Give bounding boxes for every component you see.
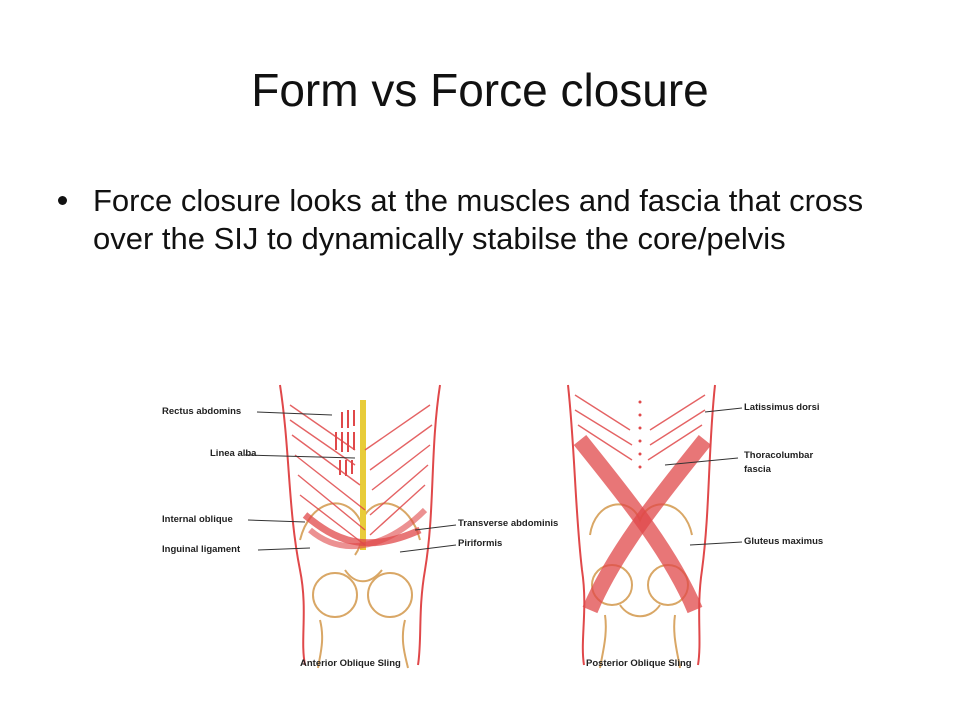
label-thoracolumbar: Thoracolumbar <box>744 450 813 461</box>
label-transverse-abdominis: Transverse abdominis <box>458 518 558 529</box>
label-piriformis: Piriformis <box>458 538 502 549</box>
slide-title: Form vs Force closure <box>251 64 709 116</box>
caption-posterior-oblique-sling: Posterior Oblique Sling <box>586 658 692 669</box>
linea-alba-line <box>360 400 366 550</box>
label-linea-alba: Linea alba <box>210 448 257 459</box>
caption-anterior-oblique-sling: Anterior Oblique Sling <box>300 658 401 669</box>
label-fascia: fascia <box>744 464 772 475</box>
bullet-item: Force closure looks at the muscles and f… <box>58 182 898 258</box>
label-gluteus-maximus: Gluteus maximus <box>744 536 823 547</box>
bullet-text: Force closure looks at the muscles and f… <box>93 183 864 256</box>
anterior-sling-drawing: Rectus abdomins Linea alba Internal obli… <box>162 384 558 669</box>
label-inguinal-ligament: Inguinal ligament <box>162 544 241 555</box>
oblique-sling-figure: Rectus abdomins Linea alba Internal obli… <box>150 370 840 680</box>
label-rectus-abdomins: Rectus abdomins <box>162 406 241 417</box>
posterior-sling-drawing: Latissimus dorsi Thoracolumbar fascia Gl… <box>567 384 823 669</box>
label-internal-oblique: Internal oblique <box>162 514 233 525</box>
label-latissimus-dorsi: Latissimus dorsi <box>744 402 820 413</box>
bullet-dot <box>58 196 67 205</box>
